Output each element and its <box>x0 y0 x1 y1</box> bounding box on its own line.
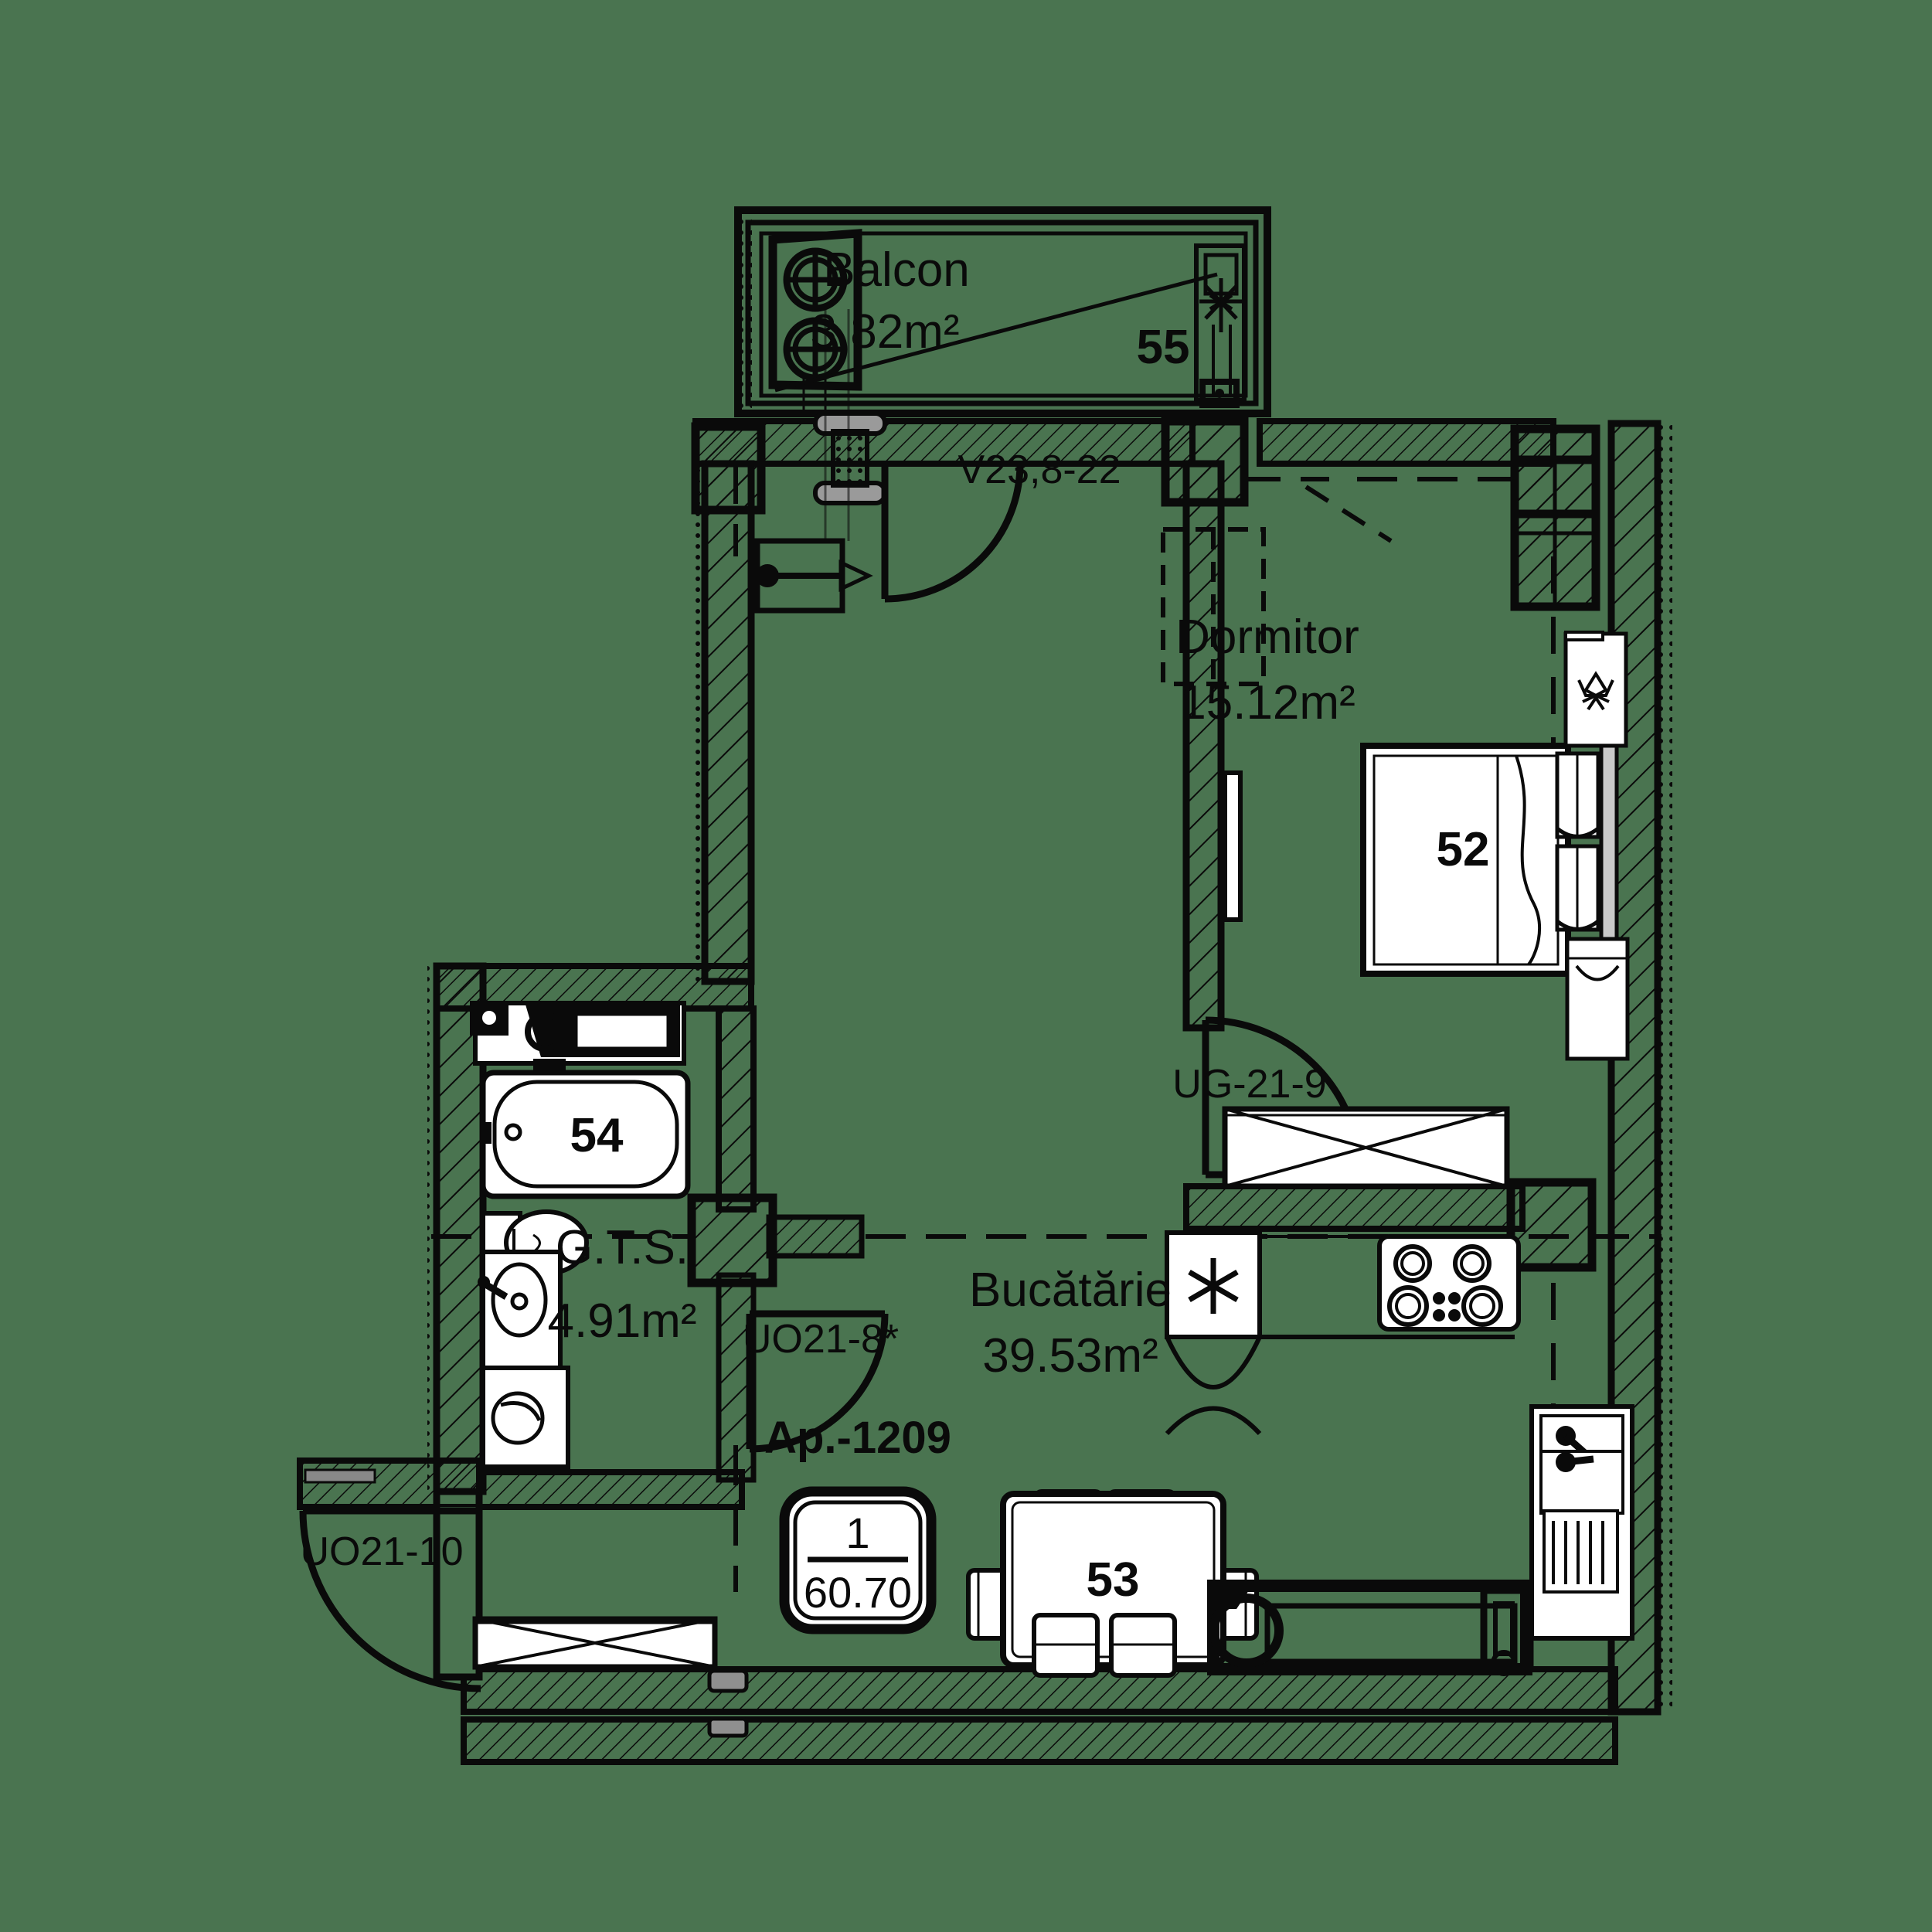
opening-label-uo218: UO21-8* <box>743 1317 899 1362</box>
apartment-number-label: Ap.-1209 <box>764 1413 951 1463</box>
hall-wardrobe <box>472 1616 749 1738</box>
tag-55: 55 <box>1137 321 1190 374</box>
dryer <box>481 1366 570 1469</box>
tag-54: 54 <box>570 1109 624 1162</box>
plant-icon <box>1577 671 1614 711</box>
balcony-group <box>734 206 1271 417</box>
exterior-walls <box>297 418 1672 1765</box>
badge-total-area: 60.70 <box>804 1568 912 1617</box>
direction-arrow-icon <box>754 538 873 614</box>
kitchen-group <box>472 1230 1634 1738</box>
dining-table-set <box>966 1489 1259 1678</box>
kitchen-corner-unit <box>1165 1230 1262 1436</box>
balcony-railing <box>740 213 752 412</box>
nightstand-with-plant <box>1563 631 1628 748</box>
cooktop <box>1377 1234 1521 1332</box>
opening-label-v23822: V23,8-22 <box>957 447 1121 492</box>
bathroom-door-swing <box>746 1310 889 1453</box>
room-area-balcon: 3.82m² <box>811 305 960 359</box>
apartment-area-badge: 1 60.70 <box>779 1486 937 1634</box>
ac-condenser-icon <box>768 229 862 417</box>
sofa-bench <box>1207 1580 1532 1676</box>
room-label-bucatarie: Bucătărie <box>969 1264 1172 1317</box>
opening-label-ug219: UG-21-9 <box>1172 1062 1326 1107</box>
bedroom-group <box>1161 455 1630 1189</box>
bedroom-low-wardrobe <box>1222 1106 1510 1189</box>
entrance-door-swing <box>299 1504 481 1692</box>
room-area-gts: 4.91m² <box>548 1294 697 1348</box>
tag-53: 53 <box>1087 1553 1140 1607</box>
tag-52: 52 <box>1437 823 1490 876</box>
bathroom-group <box>470 1001 889 1469</box>
room-area-dormitor: 15.12m² <box>1179 676 1355 730</box>
washing-machine <box>470 1001 686 1073</box>
balcony-door-window <box>754 309 1024 614</box>
balcony-glazing <box>1194 243 1247 408</box>
badge-rooms-count: 1 <box>845 1509 869 1557</box>
wardrobe-dashed <box>1161 527 1266 686</box>
bedside-cabinet <box>1565 937 1630 1061</box>
bathtub <box>480 1070 691 1199</box>
kitchen-sink <box>1529 1404 1634 1669</box>
radiator <box>1223 770 1243 922</box>
room-label-gts: G.T.S. <box>556 1221 689 1274</box>
room-label-dormitor: Dormitor <box>1175 611 1359 664</box>
opening-label-uo2110: UO21-10 <box>301 1529 464 1574</box>
bed <box>1360 740 1619 977</box>
asterisk-icon <box>1188 1258 1239 1314</box>
room-label-balcon: Balcon <box>823 243 970 297</box>
bed-pillows <box>1555 751 1600 932</box>
room-area-bucatarie: 39.53m² <box>982 1329 1158 1383</box>
plan-text-labels: Balcon 3.82m² Dormitor 15.12m² G.T.S. 4.… <box>301 243 1490 1607</box>
